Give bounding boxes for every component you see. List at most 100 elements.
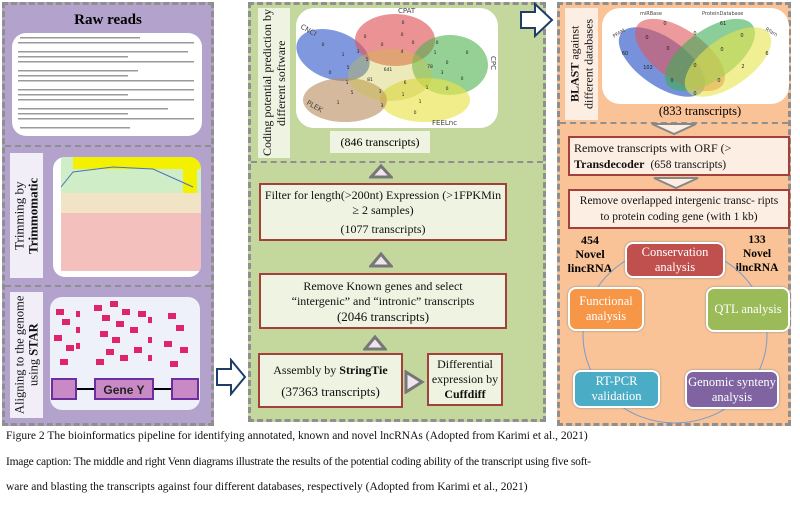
coding-venn-count: (846 transcripts) [330, 131, 430, 153]
conservation-analysis-box: Conservation analysis [625, 242, 725, 278]
venn-value: 0 [666, 46, 669, 52]
filter-text: Filter for length(>200nt) Expression (>1… [264, 187, 502, 202]
venn-set-plek [303, 78, 387, 122]
venn-value: 1 [342, 52, 345, 58]
venn-value: 0 [461, 76, 464, 82]
venn-value: 1 [434, 50, 437, 56]
venn-value: 5 [366, 57, 369, 63]
venn-set-feelnc [380, 78, 470, 122]
venn-value: 78 [427, 64, 433, 70]
blast-label-bold: BLAST [567, 62, 582, 103]
divider [5, 145, 211, 147]
assembly-text: Assembly by [273, 362, 337, 377]
venn-value: 0 [414, 110, 417, 116]
genomic-synteny-analysis-box: Genomic synteny analysis [685, 370, 779, 409]
venn-set-rfam [684, 27, 772, 97]
venn-value: 0 [329, 70, 332, 76]
raw-reads-image [12, 33, 202, 136]
trimming-label-prefix: Trimming by [11, 181, 27, 250]
assembly-count: (37363 transcripts) [281, 383, 380, 399]
type: lincRNA [567, 261, 613, 275]
overlap-text: to protein coding gene (with 1 kb) [600, 211, 758, 223]
venn-set-label: PFAM [612, 28, 626, 40]
qtl-analysis-box: QTL analysis [706, 287, 790, 332]
type: ilncRNA [735, 262, 779, 274]
venn-set-cpat [355, 14, 435, 66]
venn-value: 641 [384, 67, 393, 73]
venn-value: 0 [446, 60, 449, 66]
aligning-tool: STAR [26, 323, 41, 357]
down-arrow-icon [653, 177, 699, 190]
right-triangle-icon [404, 370, 425, 394]
rt-pcr-validation-box: RT-PCR validation [573, 370, 660, 408]
overlap-text: Remove overlapped intergenic transc- rip… [579, 195, 779, 207]
overlap-step-box: Remove overlapped intergenic transc- rip… [568, 189, 790, 229]
functional-analysis-box: Functional analysis [568, 287, 644, 331]
orf-tool: Transdecoder [574, 157, 645, 171]
count: 133 [748, 234, 766, 246]
venn-value: 0 [436, 40, 439, 46]
venn-value: 5 [351, 90, 354, 96]
venn-value: 3 [379, 89, 382, 95]
image-caption-line: Image caption: The middle and right Venn… [6, 456, 591, 468]
venn-set-label: FEELnc [432, 119, 457, 127]
database-venn-count: (833 transcripts) [658, 104, 742, 118]
image-caption-line: ware and blasting the transcripts agains… [6, 481, 528, 493]
assembly-tool: StringTie [339, 362, 388, 377]
novel-lincrna-count: 454 Novel lincRNA [560, 233, 620, 275]
venn-value: 1 [337, 100, 340, 106]
orf-text: Remove transcripts with ORF (> [574, 141, 732, 155]
right-arrow-icon [216, 358, 247, 396]
venn-value: 61 [720, 21, 726, 27]
venn-value: 6 [404, 80, 407, 86]
venn-value: 2 [741, 64, 744, 70]
aligning-label: Aligning to the genome using STAR [10, 292, 43, 418]
orf-step-box: Remove transcripts with ORF (> Transdeco… [568, 136, 790, 176]
venn-value: 102 [643, 65, 653, 71]
venn-value: 0 [645, 35, 648, 41]
venn-set-label: CPC [489, 56, 497, 70]
database-venn-graphic: PFAM miRBase ProteinDatabase Rfam 0 61 0… [612, 11, 779, 97]
venn-value: 1 [346, 80, 349, 86]
venn-value: 0 [663, 21, 666, 27]
venn-value: 0 [670, 78, 673, 84]
venn-value: 0 [717, 78, 720, 84]
venn-set-label: ProteinDatabase [702, 11, 743, 17]
reads-graphic: Gene Y [51, 301, 199, 400]
venn-value: 5 [347, 65, 350, 71]
quality-plot-image [53, 157, 201, 277]
venn-value: 3 [441, 70, 444, 76]
filter-step-box: Filter for length(>200nt) Expression (>1… [259, 183, 507, 241]
venn-set-cnci [296, 28, 370, 82]
venn-value: 0 [364, 34, 367, 40]
known-genes-count: (2046 transcripts) [336, 308, 430, 324]
orf-count: (658 transcripts) [650, 159, 727, 171]
down-arrow-icon [651, 123, 697, 136]
venn-value: 0 [693, 31, 696, 37]
venn-value: 1 [402, 92, 405, 98]
divider [251, 161, 543, 163]
sequence-lines-graphic [18, 37, 194, 129]
quality-plot-graphic [60, 157, 201, 271]
venn-value: 1 [426, 85, 429, 91]
venn-set-label: CPAT [398, 7, 416, 15]
venn-value: 0 [446, 86, 449, 92]
filter-count: (1077 transcripts) [340, 221, 426, 236]
blast-label: BLAST against different databases [565, 8, 598, 120]
venn-value: 0 [740, 33, 743, 39]
venn-value: 6 [765, 51, 768, 57]
venn-value: 0 [322, 42, 325, 48]
trimming-tool: Trimmomatic [25, 177, 41, 254]
venn-value: 0 [693, 91, 696, 97]
venn-set-label: Rfam [764, 27, 779, 39]
venn-value: 4 [401, 49, 404, 55]
venn-value: 0 [402, 20, 405, 26]
venn-value: 1 [419, 99, 422, 105]
venn-value: 0 [381, 42, 384, 48]
venn-value: 0 [720, 47, 723, 53]
filter-text: ≥ 2 samples) [352, 202, 414, 217]
venn-value: 0 [401, 32, 404, 38]
raw-reads-title: Raw reads [74, 12, 142, 28]
divider [5, 285, 211, 287]
